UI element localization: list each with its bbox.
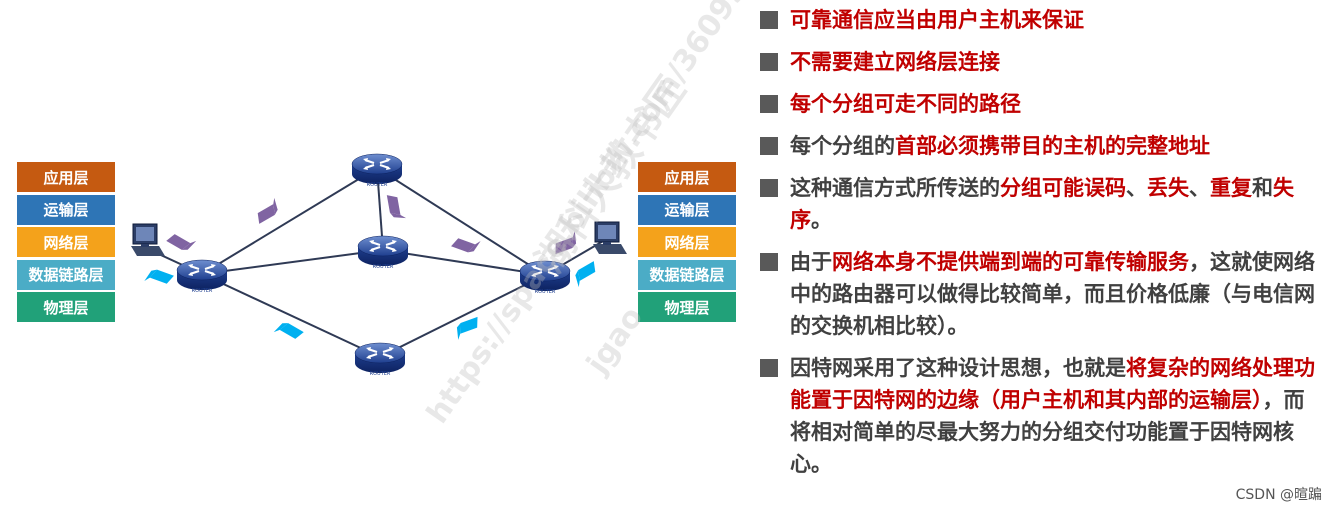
svg-text:ROUTER: ROUTER: [535, 289, 556, 295]
left-layer-datalink: 数据链路层: [17, 259, 115, 290]
bullet-item: 每个分组可走不同的路径: [760, 88, 1320, 120]
right-layer-datalink: 数据链路层: [638, 259, 736, 290]
bullet-segment: 。: [811, 208, 832, 232]
bullet-text: 这种通信方式所传送的分组可能误码、丢失、重复和失序。: [790, 172, 1320, 236]
bullet-text: 可靠通信应当由用户主机来保证: [790, 4, 1320, 36]
bullet-square-icon: [760, 359, 778, 377]
right-protocol-stack: 应用层 运输层 网络层 数据链路层 物理层: [638, 162, 736, 325]
router-icon: ROUTER: [519, 260, 571, 295]
router-icon: ROUTER: [176, 259, 228, 294]
bullet-segment: 可靠通信应当由用户主机来保证: [790, 8, 1084, 32]
link-r2-r5: [376, 167, 546, 276]
packet-icon: [453, 316, 483, 340]
bullet-text: 不需要建立网络层连接: [790, 46, 1320, 78]
right-layer-physical: 物理层: [638, 292, 736, 322]
network-diagram: ROUTER ROUTER ROUTER ROUTER ROUTER: [130, 153, 628, 377]
left-protocol-stack: 应用层 运输层 网络层 数据链路层 物理层: [17, 162, 115, 325]
packet-icon: [273, 319, 304, 346]
bullet-segment: 将复杂的网络处理功能置于因特网的边缘（用户主机和其内部的运输层）: [790, 356, 1315, 412]
bullet-segment: 因特网采用了这种设计思想，也就是: [790, 356, 1126, 380]
packet-icon: [144, 266, 174, 290]
svg-text:ROUTER: ROUTER: [192, 288, 213, 294]
link-r1-r4: [201, 273, 381, 358]
bullet-segment: 丢失: [1147, 176, 1189, 200]
bullet-text: 因特网采用了这种设计思想，也就是将复杂的网络处理功能置于因特网的边缘（用户主机和…: [790, 352, 1320, 480]
bullet-square-icon: [760, 253, 778, 271]
host-computer-icon: [592, 221, 628, 255]
bullet-square-icon: [760, 11, 778, 29]
router-icon: ROUTER: [354, 342, 406, 377]
bullet-list: 可靠通信应当由用户主机来保证不需要建立网络层连接每个分组可走不同的路径每个分组的…: [760, 4, 1320, 490]
router-icon: ROUTER: [357, 235, 409, 270]
packet-icon: [571, 261, 602, 288]
bullet-item: 可靠通信应当由用户主机来保证: [760, 4, 1320, 36]
bullet-square-icon: [760, 53, 778, 71]
right-layer-network: 网络层: [638, 227, 736, 257]
packet-icon: [451, 232, 481, 256]
left-layer-transport: 运输层: [17, 194, 115, 225]
right-layer-application: 应用层: [638, 162, 736, 192]
bullet-item: 由于网络本身不提供端到端的可靠传输服务，这就使网络中的路由器可以做得比较简单，而…: [760, 246, 1320, 342]
bullet-segment: 分组可能误码: [1000, 176, 1126, 200]
router-icon: ROUTER: [351, 153, 403, 188]
link-r1-r3: [201, 249, 384, 275]
bullet-segment: 每个分组的: [790, 134, 895, 158]
left-layer-physical: 物理层: [17, 292, 115, 322]
left-layer-network: 网络层: [17, 227, 115, 257]
bullet-segment: 、: [1189, 176, 1210, 200]
svg-text:ROUTER: ROUTER: [367, 182, 388, 188]
bullet-item: 每个分组的首部必须携带目的主机的完整地址: [760, 130, 1320, 162]
bullet-square-icon: [760, 95, 778, 113]
bullet-item: 这种通信方式所传送的分组可能误码、丢失、重复和失序。: [760, 172, 1320, 236]
bullet-segment: 这种通信方式所传送的: [790, 176, 1000, 200]
link-r3-r5: [382, 249, 546, 276]
link-r1-r2: [201, 167, 378, 275]
right-layer-transport: 运输层: [638, 194, 736, 225]
bullet-segment: 和: [1252, 176, 1273, 200]
bullet-segment: 重复: [1210, 176, 1252, 200]
bullet-segment: ，而将相对简单的尽最大努力的分组交付功能置于因特网核心。: [790, 388, 1305, 476]
footer-credit: CSDN @暄蹁: [1235, 487, 1322, 503]
bullet-text: 每个分组的首部必须携带目的主机的完整地址: [790, 130, 1320, 162]
bullet-item: 因特网采用了这种设计思想，也就是将复杂的网络处理功能置于因特网的边缘（用户主机和…: [760, 352, 1320, 480]
packet-icon: [251, 197, 282, 224]
packet-icon: [550, 231, 580, 255]
bullet-square-icon: [760, 179, 778, 197]
bullet-segment: 不需要建立网络层连接: [790, 50, 1000, 74]
bullet-segment: 每个分组可走不同的路径: [790, 92, 1021, 116]
bullet-segment: 首部必须携带目的主机的完整地址: [895, 134, 1210, 158]
bullet-segment: 、: [1126, 176, 1147, 200]
bullet-segment: 失序: [790, 176, 1294, 232]
link-r4-r5: [379, 274, 546, 358]
bullet-square-icon: [760, 137, 778, 155]
bullet-segment: 网络本身不提供端到端的可靠传输服务: [832, 250, 1189, 274]
left-layer-application: 应用层: [17, 162, 115, 192]
bullet-segment: 由于: [790, 250, 832, 274]
svg-text:ROUTER: ROUTER: [370, 371, 391, 377]
svg-text:ROUTER: ROUTER: [373, 264, 394, 270]
packet-icon: [386, 192, 407, 221]
bullet-text: 由于网络本身不提供端到端的可靠传输服务，这就使网络中的路由器可以做得比较简单，而…: [790, 246, 1320, 342]
packet-icon: [166, 227, 197, 254]
bullet-text: 每个分组可走不同的路径: [790, 88, 1320, 120]
bullet-item: 不需要建立网络层连接: [760, 46, 1320, 78]
host-computer-icon: [130, 223, 166, 257]
bullet-segment: ，这就使网络中的路由器可以做得比较简单，而且价格低廉（与电信网的交换机相比较）。: [790, 250, 1315, 338]
